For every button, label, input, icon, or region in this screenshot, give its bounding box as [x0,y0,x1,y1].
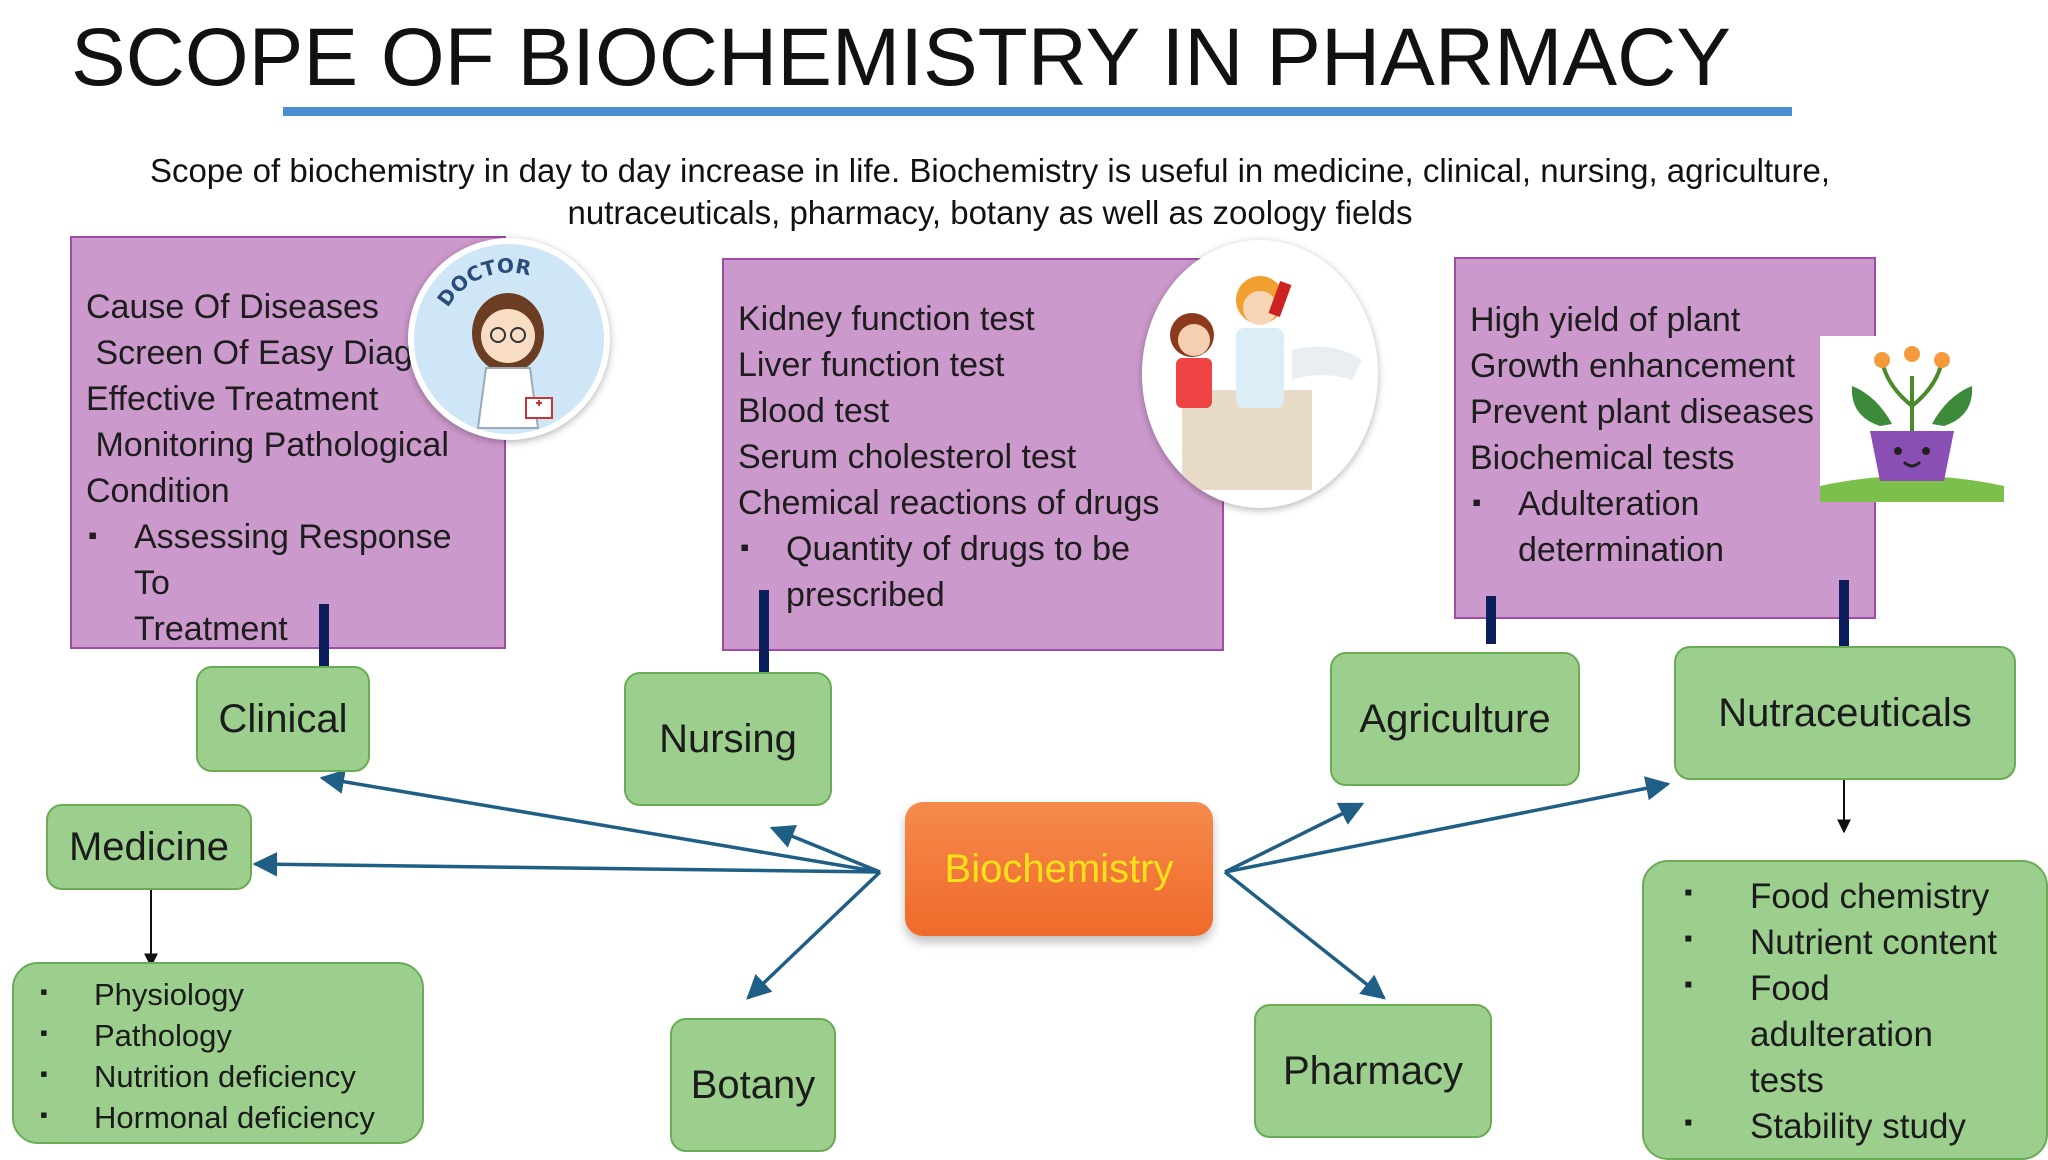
intro-line-2: nutraceuticals, pharmacy, botany as well… [567,194,1413,231]
arrow-to-agriculture [1224,802,1365,874]
nursing-info-box: Kidney function test Liver function test… [722,258,1224,651]
agri-bullet: Adulteration determination [1470,479,1860,573]
clinical-line-3: Effective Treatment [86,380,379,418]
connector-agriculture [1486,596,1496,644]
arrow-to-pharmacy [1223,870,1386,1000]
arrow-to-medicine [252,852,881,877]
title-underline [283,107,1792,116]
agri-line-4: Biochemical tests [1470,439,1735,477]
nursing-line-4: Serum cholesterol test [738,438,1077,476]
nursing-line-2: Liver function test [738,346,1005,384]
list-item: Pathology [40,1012,422,1056]
agriculture-info-box: High yield of plant Growth enhancement P… [1454,257,1876,619]
medicine-sublist: Physiology Pathology Nutrition deficienc… [12,962,424,1144]
clinical-line-5: Condition [86,472,230,510]
nursing-line-1: Kidney function test [738,300,1035,338]
doctor-illustration: DOCTOR [408,238,610,440]
list-item: Stability study [1684,1100,2046,1150]
list-item: Hormonal deficiency [40,1094,422,1138]
nursing-line-5: Chemical reactions of drugs [738,484,1160,522]
clinical-bullet: Assessing Response To Treatment [86,512,490,652]
arrow-to-botany [746,870,882,1000]
connector-nursing [759,590,769,684]
node-pharmacy: Pharmacy [1254,1004,1492,1138]
list-item-continued: tests [1750,1061,1824,1100]
list-item: Nutrition deficiency [40,1053,422,1097]
list-item: Nutrient content [1684,916,2046,966]
arrow-to-nursing [769,824,881,874]
list-item-continued: adulteration [1750,1015,1933,1054]
page-title: SCOPE OF BIOCHEMISTRY IN PHARMACY [70,12,1732,103]
list-item: Food chemistry [1684,870,2046,920]
node-clinical: Clinical [196,666,370,772]
node-biochemistry: Biochemistry [905,802,1213,936]
nurse-patient-illustration [1142,240,1378,508]
agri-line-2: Growth enhancement [1470,347,1796,385]
node-nursing: Nursing [624,672,832,806]
arrow-to-nutraceuticals [1224,776,1671,874]
clinical-line-4: Monitoring Pathological [86,426,449,464]
intro-line-1: Scope of biochemistry in day to day incr… [149,152,1831,189]
connector-clinical [319,604,329,698]
clinical-line-1: Cause Of Diseases [86,288,379,326]
nutraceuticals-sublist: Food chemistry Nutrient content Food adu… [1642,860,2048,1160]
nursing-line-3: Blood test [738,392,890,430]
intro-text: Scope of biochemistry in day to day incr… [60,150,1920,234]
agri-line-1: High yield of plant [1470,301,1741,339]
nursing-bullet: Quantity of drugs to be prescribed [738,524,1208,618]
plant-pot-illustration [1820,336,2004,502]
node-botany: Botany [670,1018,836,1152]
node-medicine: Medicine [46,804,252,890]
arrow-to-clinical [319,769,881,874]
node-agriculture: Agriculture [1330,652,1580,786]
connector-nutraceuticals [1839,580,1849,674]
list-item: Physiology [40,971,422,1015]
agri-line-3: Prevent plant diseases [1470,393,1814,431]
list-item: Food [1684,962,2046,1012]
node-nutraceuticals: Nutraceuticals [1674,646,2016,780]
